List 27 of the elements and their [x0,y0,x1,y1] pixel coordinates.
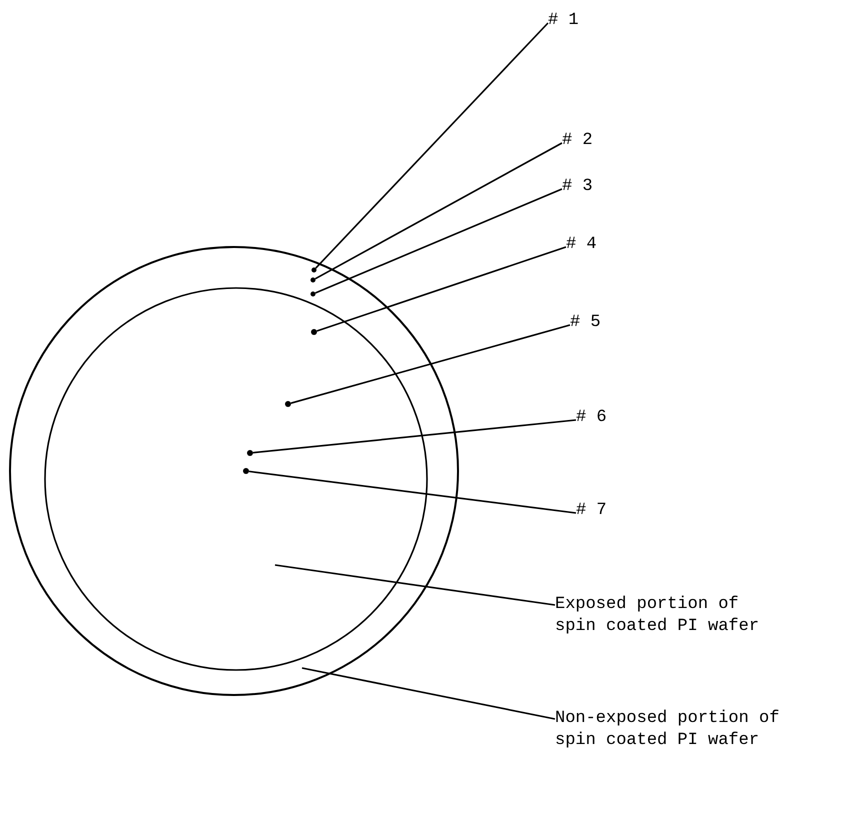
leader-line [314,142,562,280]
point-number: # 1 [548,10,579,32]
measurement-point-dot [310,278,316,282]
measurement-point-dot [311,329,317,335]
leader-line [274,564,556,606]
leader-line [316,246,566,332]
leader-line [302,667,556,720]
leader-line [252,419,576,454]
measurement-point-dot [312,268,316,272]
point-number: # 7 [576,500,607,522]
point-number: # 4 [566,234,597,256]
part-label: Exposed portion of spin coated PI wafer [555,594,783,638]
leader-line [248,470,576,514]
exposed-area-circle [44,287,428,671]
point-number: # 3 [562,176,593,198]
measurement-point-dot [310,292,316,296]
leader-line [290,324,570,404]
measurement-point-dot [247,450,253,456]
point-number: # 2 [562,130,593,152]
part-label: Non-exposed portion of spin coated PI wafer [555,708,783,752]
wafer-outer-circle [9,246,459,696]
leader-line [315,22,549,269]
measurement-point-dot [285,401,291,407]
point-number: # 6 [576,407,607,429]
leader-line [315,188,562,294]
point-number: # 5 [570,312,601,334]
measurement-point-dot [243,468,249,474]
